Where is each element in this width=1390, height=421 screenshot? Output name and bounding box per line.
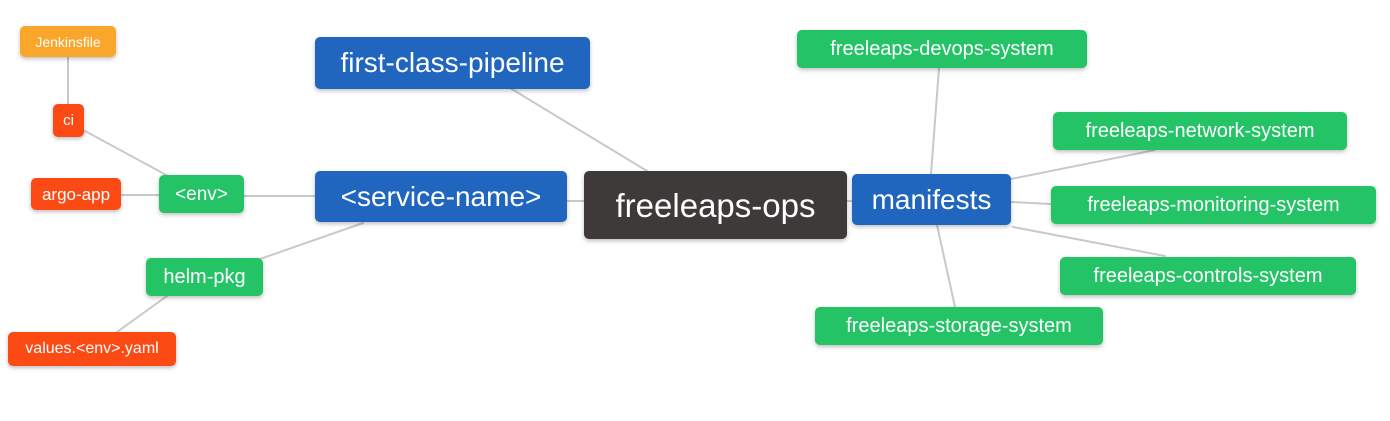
node-label: freeleaps-storage-system bbox=[846, 315, 1072, 337]
node-freeleaps-controls-system[interactable]: freeleaps-controls-system bbox=[1060, 257, 1356, 295]
node-jenkinsfile[interactable]: Jenkinsfile bbox=[20, 26, 116, 57]
edge-first-class-pipeline-to-freeleaps-ops bbox=[509, 87, 648, 172]
node-freeleaps-network-system[interactable]: freeleaps-network-system bbox=[1053, 112, 1347, 150]
edge-manifests-to-freeleaps-storage-system bbox=[936, 224, 956, 308]
edge-manifests-to-freeleaps-devops-system bbox=[930, 67, 940, 175]
node-label: <service-name> bbox=[340, 180, 542, 212]
node-env[interactable]: <env> bbox=[159, 175, 244, 213]
node-label: <env> bbox=[175, 183, 228, 205]
edge-helm-pkg-to-service-name bbox=[259, 222, 364, 260]
node-freeleaps-ops[interactable]: freeleaps-ops bbox=[584, 171, 847, 239]
node-service-name[interactable]: <service-name> bbox=[315, 171, 567, 222]
node-argo-app[interactable]: argo-app bbox=[31, 178, 121, 210]
node-label: values.<env>.yaml bbox=[25, 340, 159, 357]
node-label: Jenkinsfile bbox=[35, 33, 101, 50]
node-label: helm-pkg bbox=[163, 266, 246, 288]
node-freeleaps-storage-system[interactable]: freeleaps-storage-system bbox=[815, 307, 1103, 345]
node-ci[interactable]: ci bbox=[53, 104, 84, 137]
node-label: freeleaps-devops-system bbox=[830, 38, 1054, 60]
edge-manifests-to-freeleaps-controls-system bbox=[1012, 226, 1166, 257]
node-label: freeleaps-monitoring-system bbox=[1087, 194, 1340, 216]
node-freeleaps-devops-system[interactable]: freeleaps-devops-system bbox=[797, 30, 1087, 68]
node-label: ci bbox=[63, 112, 74, 129]
edge-manifests-to-freeleaps-network-system bbox=[1010, 149, 1156, 180]
node-label: manifests bbox=[871, 183, 992, 215]
edge-ci-to-env bbox=[84, 130, 171, 178]
node-first-class-pipeline[interactable]: first-class-pipeline bbox=[315, 37, 590, 89]
node-freeleaps-monitoring-system[interactable]: freeleaps-monitoring-system bbox=[1051, 186, 1376, 224]
node-label: argo-app bbox=[41, 184, 111, 204]
edge-manifests-to-freeleaps-monitoring-system bbox=[1010, 201, 1052, 205]
node-label: freeleaps-controls-system bbox=[1093, 265, 1323, 287]
node-values-env-yaml[interactable]: values.<env>.yaml bbox=[8, 332, 176, 366]
node-helm-pkg[interactable]: helm-pkg bbox=[146, 258, 263, 296]
node-label: freeleaps-ops bbox=[615, 186, 816, 224]
edge-values-env-yaml-to-helm-pkg bbox=[116, 295, 168, 333]
node-label: first-class-pipeline bbox=[340, 47, 565, 78]
node-manifests[interactable]: manifests bbox=[852, 174, 1011, 225]
node-label: freeleaps-network-system bbox=[1085, 120, 1315, 142]
